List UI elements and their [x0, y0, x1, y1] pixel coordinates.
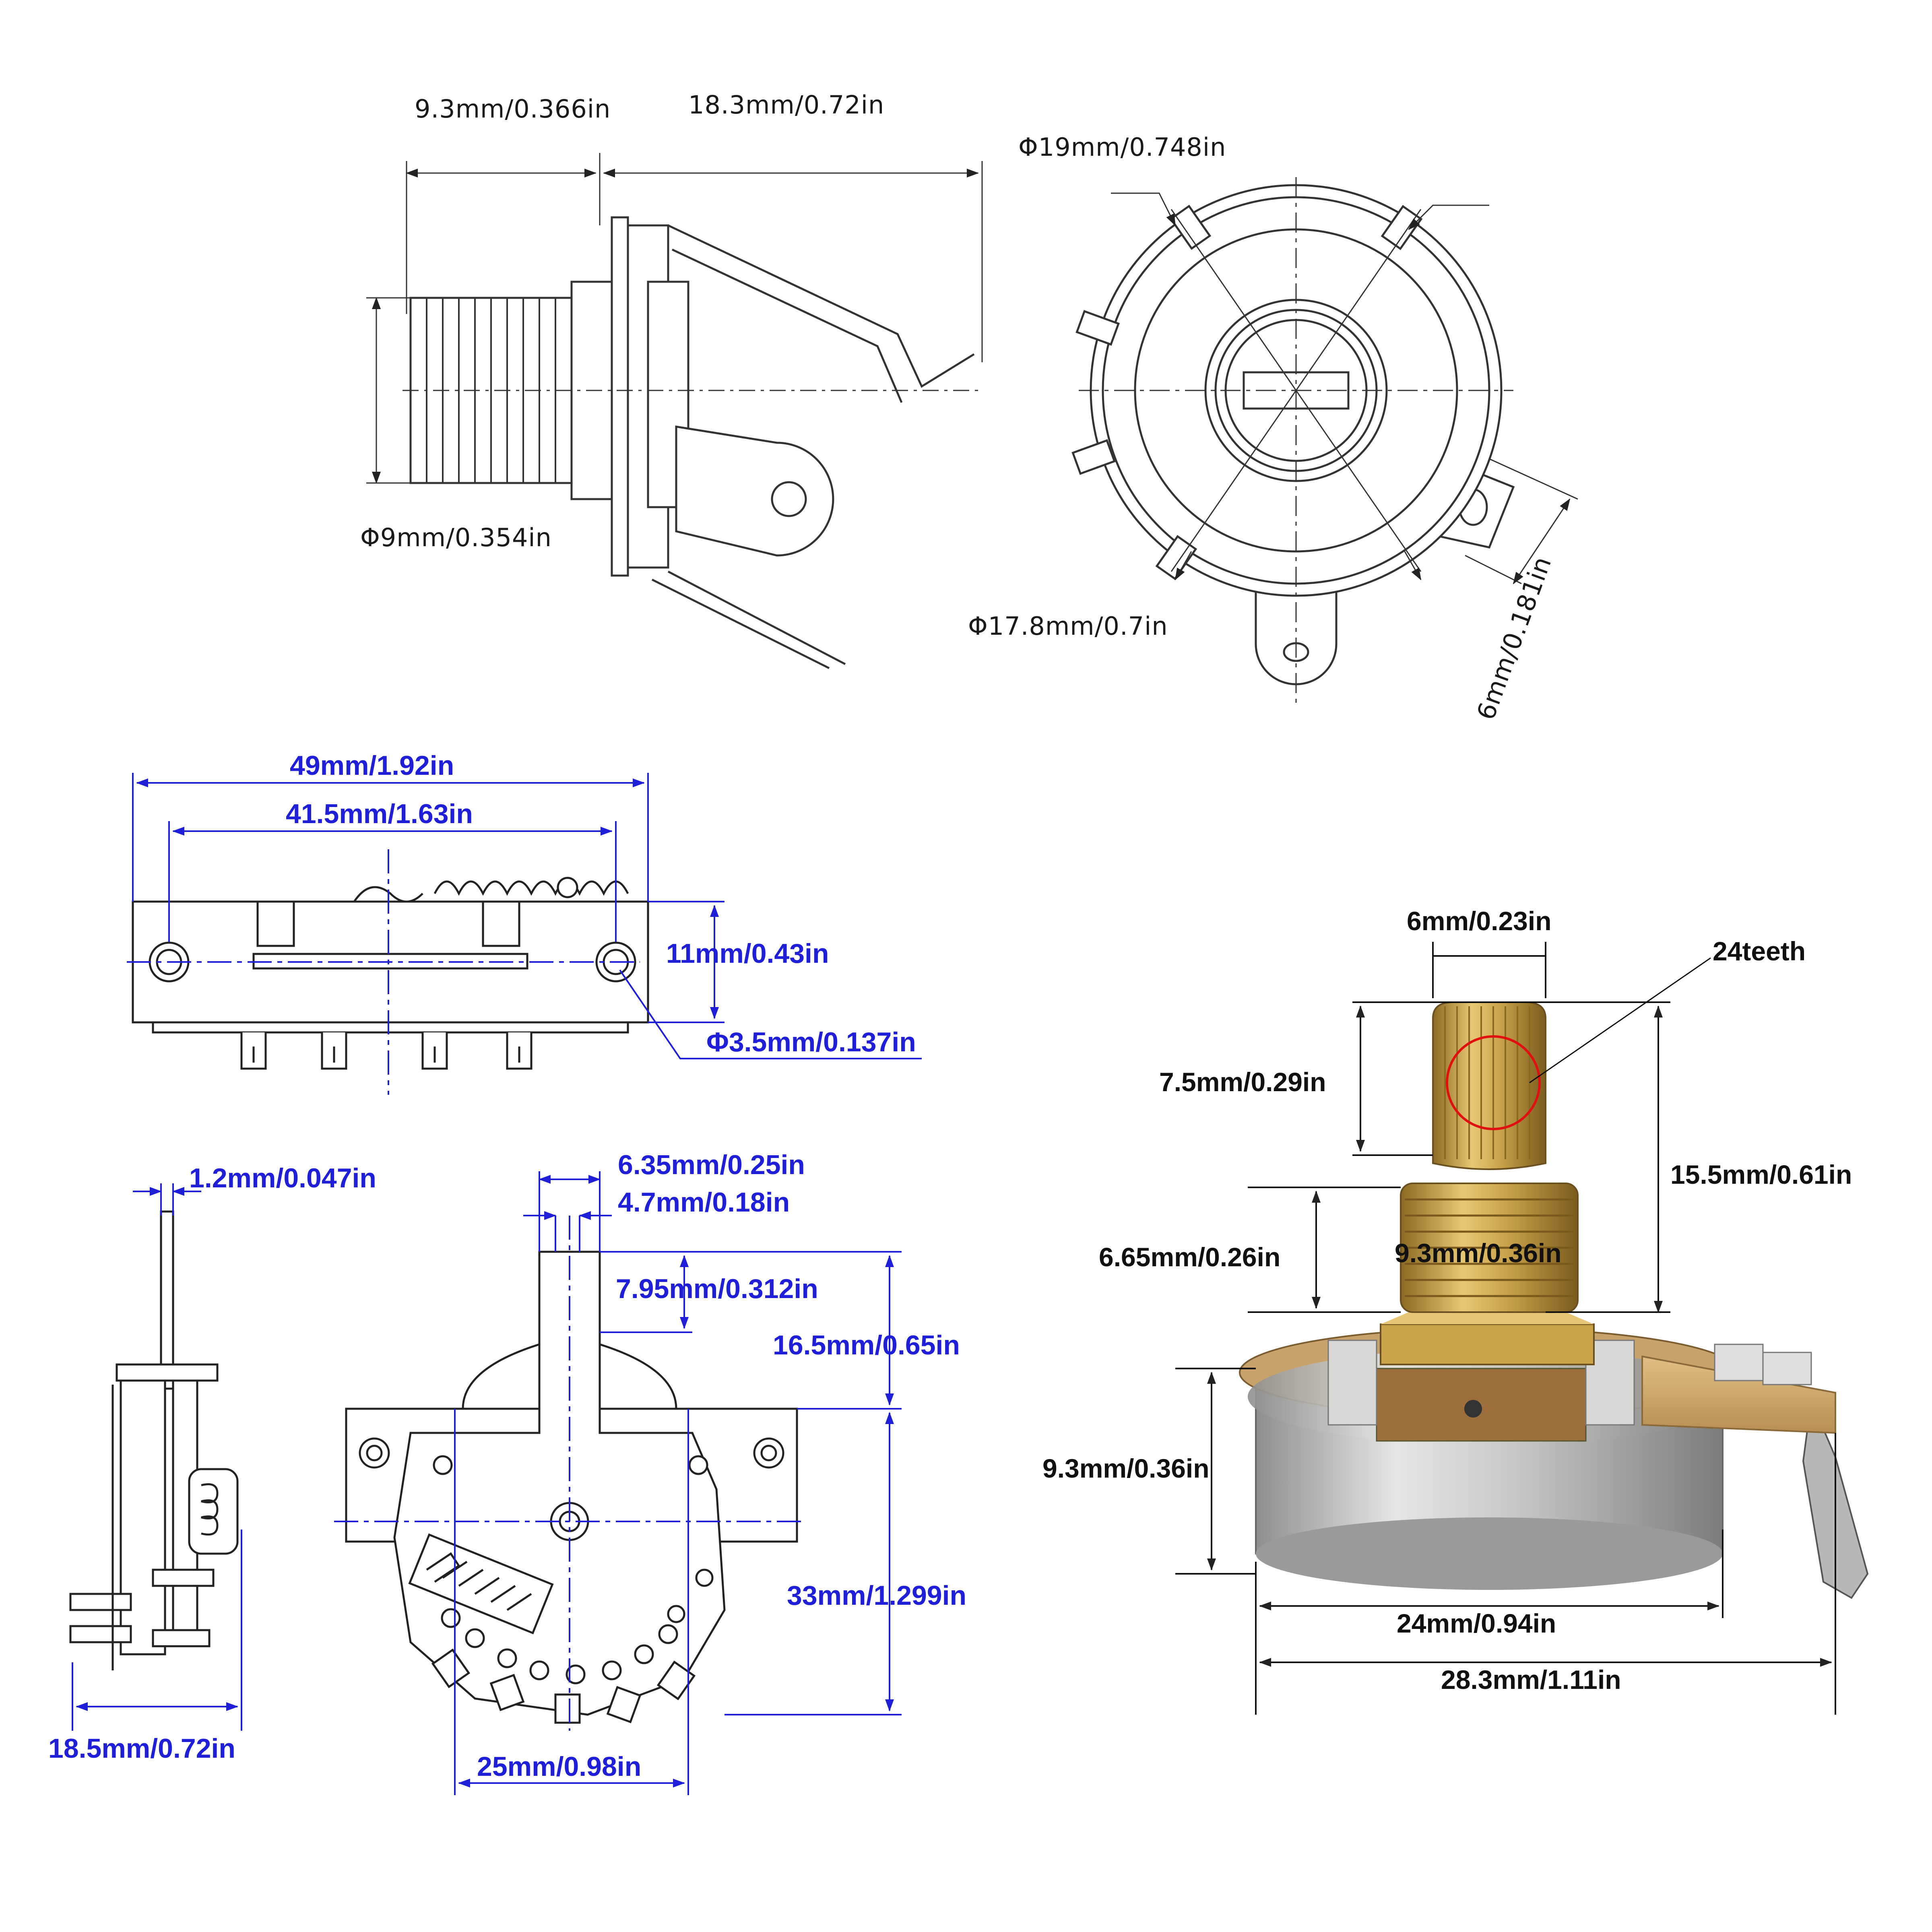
pot-shaft-knurl: [1444, 1006, 1530, 1159]
switch-front-view: [345, 1251, 798, 1724]
pot-spline-label: 24teeth: [1713, 936, 1806, 966]
pot-total-shaft-height-label: 15.5mm/0.61in: [1670, 1160, 1852, 1189]
pot-bushing-thread-label: 9.3mm/0.36in: [1395, 1238, 1562, 1268]
pot-shaft-diameter-label: 6mm/0.23in: [1407, 906, 1552, 936]
jack-thread-diameter-label: Φ9mm/0.354in: [360, 523, 552, 552]
jack-front-view: [1071, 177, 1578, 708]
jack-ring-diameter-label: Φ17.8mm/0.7in: [968, 611, 1168, 641]
switch-top-view: [127, 773, 922, 1095]
switch-body-height-label: 33mm/1.299in: [787, 1580, 967, 1611]
pot-photo: [1239, 1001, 1869, 1599]
switch-plate-thickness-label: 1.2mm/0.047in: [189, 1163, 376, 1193]
jack-flange-diameter-label: Φ19mm/0.748in: [1018, 132, 1226, 162]
pot-can-height-label: 9.3mm/0.36in: [1042, 1453, 1210, 1483]
pot-overall-width-label: 28.3mm/1.11in: [1441, 1665, 1621, 1695]
switch-hole-diameter-label: Φ3.5mm/0.137in: [706, 1027, 916, 1057]
switch-lever-height-label: 16.5mm/0.65in: [773, 1330, 960, 1360]
pot-bushing-length-label: 6.65mm/0.26in: [1099, 1242, 1281, 1272]
switch-side-depth-label: 18.5mm/0.72in: [48, 1733, 235, 1764]
pot-shaft-length-label: 7.5mm/0.29in: [1159, 1067, 1326, 1097]
pot-bushing-threads: [1405, 1198, 1574, 1297]
switch-side-view: [69, 1210, 239, 1670]
switch-lever-width-label: 6.35mm/0.25in: [618, 1150, 805, 1180]
jack-lug-length-label: 18.3mm/0.72in: [688, 90, 885, 120]
switch-hole-spacing-label: 41.5mm/1.63in: [286, 799, 473, 829]
jack-side-view: [366, 153, 983, 669]
jack-ring-notches: [1071, 204, 1423, 580]
switch-overall-length-label: 49mm/1.92in: [290, 750, 454, 781]
jack-body-length-label: 9.3mm/0.366in: [415, 94, 611, 124]
switch-lever-length-label: 7.95mm/0.312in: [616, 1274, 818, 1304]
switch-plate-height-label: 11mm/0.43in: [666, 938, 829, 969]
switch-lever-inner-width-label: 4.7mm/0.18in: [618, 1187, 790, 1218]
switch-body-width-label: 25mm/0.98in: [477, 1751, 642, 1782]
pot-can-diameter-label: 24mm/0.94in: [1397, 1608, 1556, 1638]
